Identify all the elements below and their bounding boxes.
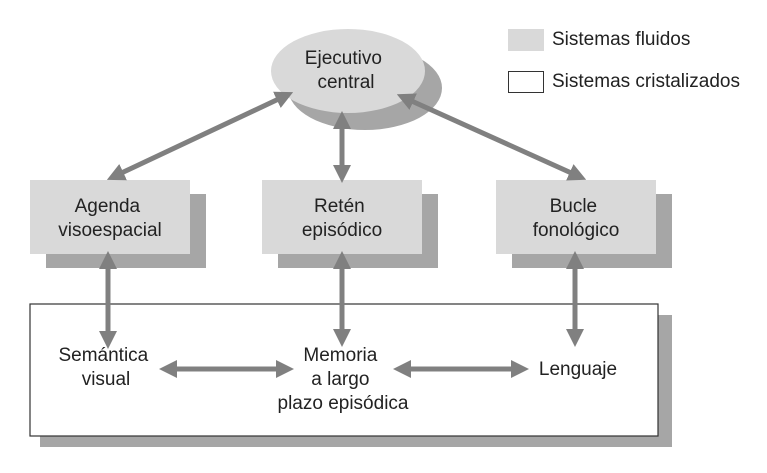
- crystallized-swatch: [508, 71, 544, 93]
- episodic-ltm-label: Memoria a largo plazo episódica: [278, 345, 409, 414]
- legend-fluid-label: Sistemas fluidos: [552, 29, 691, 50]
- legend-crystallized-label: Sistemas cristalizados: [552, 71, 740, 92]
- visuospatial-node: [30, 180, 190, 254]
- arrow-executive-visuospatial: [106, 91, 294, 181]
- episodic-buffer-node: [262, 180, 422, 254]
- legend-fluid: Sistemas fluidos: [508, 29, 690, 51]
- visual-semantics-label: Semántica visual: [58, 345, 153, 390]
- visuospatial-label: Agenda visoespacial: [58, 196, 162, 241]
- legend-crystallized: Sistemas cristalizados: [508, 71, 740, 93]
- episodic-buffer-label: Retén episódico: [302, 196, 382, 241]
- phonological-loop-label: Bucle fonológico: [533, 196, 620, 241]
- language-label: Lenguaje: [539, 359, 617, 380]
- arrow-executive-phonological: [396, 93, 587, 181]
- phonological-loop-node: [496, 180, 656, 254]
- central-executive-label: Ejecutivo central: [305, 48, 387, 93]
- central-executive-node: [271, 29, 425, 113]
- fluid-swatch: [508, 29, 544, 51]
